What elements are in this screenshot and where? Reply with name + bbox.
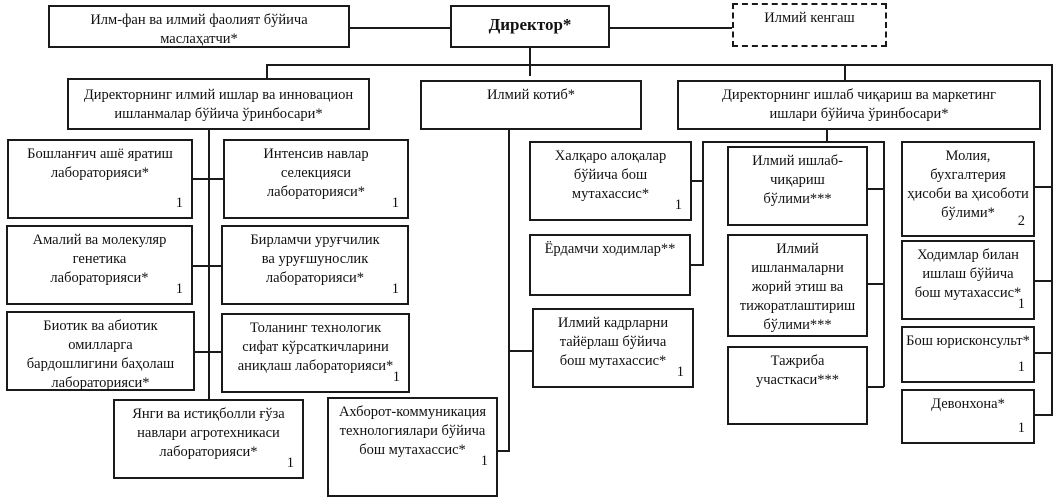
staff-count: 1 xyxy=(676,364,684,380)
lab-label: Амалий ва молекуляр генетика лаборатория… xyxy=(32,232,167,286)
staff-count: 1 xyxy=(674,197,682,213)
unit-label: Халқаро алоқалар бўйича бош мутахассис* xyxy=(554,148,667,202)
connector xyxy=(702,141,704,265)
connector xyxy=(868,283,884,285)
experimental-plot-box: Тажриба участкаси*** xyxy=(727,346,868,425)
connector xyxy=(826,130,828,142)
intl-relations-box: Халқаро алоқалар бўйича бош мутахассис* … xyxy=(529,141,692,221)
chancellery-box: Девонхона* 1 xyxy=(901,389,1035,444)
secretary-box: Илмий котиб* xyxy=(420,80,642,130)
connector xyxy=(868,386,884,388)
unit-label: Девонхона* xyxy=(931,396,1005,412)
staff-count: 1 xyxy=(480,453,488,469)
lab-box: Интенсив навлар селекцияси лабораторияси… xyxy=(223,139,409,219)
director-label: Директор* xyxy=(488,15,572,34)
legal-counsel-box: Бош юрисконсульт* 1 xyxy=(901,326,1035,383)
staff-count: 1 xyxy=(392,369,400,385)
deputy-production-label: Директорнинг ишлаб чиқариш ва маркетинг … xyxy=(721,87,997,122)
deputy-production-box: Директорнинг ишлаб чиқариш ва маркетинг … xyxy=(677,80,1041,130)
connector xyxy=(610,27,732,29)
finance-dept-box: Молия, бухгалтерия ҳисоби ва ҳисоботи бў… xyxy=(901,141,1035,237)
director-box: Директор* xyxy=(450,5,610,48)
unit-label: Илмий кадрларни тайёрлаш бўйича бош мута… xyxy=(557,315,669,369)
connector xyxy=(193,265,223,267)
connector xyxy=(193,178,223,180)
council-label: Илмий кенгаш xyxy=(764,10,855,26)
unit-label: Бош юрисконсульт* xyxy=(906,333,1030,349)
council-box: Илмий кенгаш xyxy=(732,3,887,47)
lab-box: Амалий ва молекуляр генетика лаборатория… xyxy=(6,225,193,305)
unit-label: Молия, бухгалтерия ҳисоби ва ҳисоботи бў… xyxy=(907,148,1029,221)
personnel-training-box: Илмий кадрларни тайёрлаш бўйича бош мута… xyxy=(532,308,694,388)
connector xyxy=(868,188,884,190)
lab-label: Интенсив навлар селекцияси лабораторияси… xyxy=(263,146,369,200)
connector xyxy=(266,64,268,80)
connector xyxy=(266,64,1052,66)
advisor-box: Илм-фан ва илмий фаолият бўйича маслаҳат… xyxy=(48,5,350,48)
connector xyxy=(508,350,534,352)
advisor-label: Илм-фан ва илмий фаолият бўйича маслаҳат… xyxy=(90,12,308,47)
lab-box: Биотик ва абиотик омилларга бардошлигини… xyxy=(6,311,195,391)
connector xyxy=(193,351,223,353)
unit-label: Ёрдамчи ходимлар** xyxy=(544,241,676,257)
deputy-science-label: Директорнинг илмий ишлар ва инновацион и… xyxy=(83,87,354,122)
connector xyxy=(1035,280,1052,282)
lab-box: Толанинг технологик сифат кўрсаткичларин… xyxy=(221,313,410,393)
connector xyxy=(1035,414,1052,416)
staff-count: 1 xyxy=(1017,359,1025,375)
connector xyxy=(350,27,450,29)
unit-label: Ахборот-коммуникация технологиялари бўйи… xyxy=(338,404,487,458)
unit-label: Илмий ишлаб- чиқариш бўлими*** xyxy=(752,153,843,207)
lab-label: Бирламчи уруғчилик ва уруғшунослик лабор… xyxy=(250,232,380,286)
staff-count: 1 xyxy=(286,455,294,471)
staff-count: 2 xyxy=(1017,213,1025,229)
staff-count: 1 xyxy=(175,195,183,211)
lab-box: Бирламчи уруғчилик ва уруғшунослик лабор… xyxy=(221,225,409,305)
connector xyxy=(883,141,885,387)
connector xyxy=(844,64,846,80)
support-staff-box: Ёрдамчи ходимлар** xyxy=(529,234,691,296)
connector xyxy=(1035,186,1052,188)
lab-label: Биотик ва абиотик омилларга бардошлигини… xyxy=(26,318,175,391)
connector xyxy=(688,180,704,182)
connector xyxy=(688,264,704,266)
connector xyxy=(508,130,510,450)
unit-label: Тажриба участкаси*** xyxy=(756,353,839,388)
deputy-science-box: Директорнинг илмий ишлар ва инновацион и… xyxy=(67,78,370,130)
ict-specialist-box: Ахборот-коммуникация технологиялари бўйи… xyxy=(327,397,498,497)
secretary-label: Илмий котиб* xyxy=(486,87,576,103)
unit-label: Ходимлар билан ишлаш бўйича бош мутахасс… xyxy=(914,247,1022,301)
commercialization-dept-box: Илмий ишланмаларни жорий этиш ва тижорат… xyxy=(727,234,868,337)
connector xyxy=(529,48,531,76)
unit-label: Илмий ишланмаларни жорий этиш ва тижорат… xyxy=(739,241,856,333)
lab-box: Янги ва истиқболли ғўза навлари агротехн… xyxy=(113,399,304,479)
lab-label: Бошланғич ашё яратиш лабораторияси* xyxy=(27,146,173,181)
hr-specialist-box: Ходимлар билан ишлаш бўйича бош мутахасс… xyxy=(901,240,1035,320)
lab-box: Бошланғич ашё яратиш лабораторияси* 1 xyxy=(7,139,193,219)
connector xyxy=(1035,352,1052,354)
staff-count: 1 xyxy=(1017,296,1025,312)
staff-count: 1 xyxy=(175,281,183,297)
staff-count: 1 xyxy=(391,281,399,297)
production-dept-box: Илмий ишлаб- чиқариш бўлими*** xyxy=(727,146,868,226)
staff-count: 1 xyxy=(391,195,399,211)
connector xyxy=(702,141,885,143)
lab-label: Янги ва истиқболли ғўза навлари агротехн… xyxy=(132,406,285,460)
connector xyxy=(1051,64,1053,416)
lab-label: Толанинг технологик сифат кўрсаткичларин… xyxy=(237,320,394,374)
staff-count: 1 xyxy=(1017,420,1025,436)
